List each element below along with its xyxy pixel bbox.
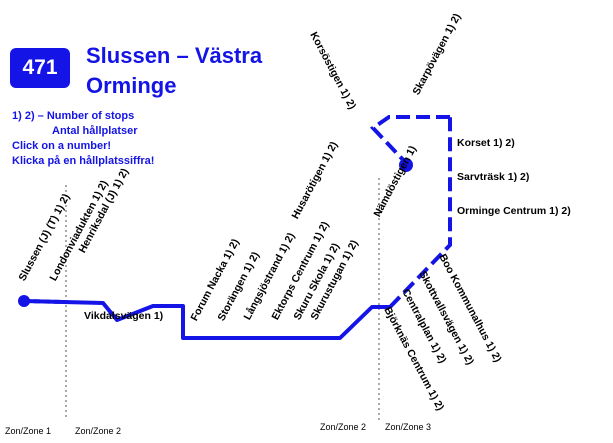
legend-line-2: Antal hållplatser bbox=[52, 125, 138, 137]
zone-label-2a: Zon/Zone 2 bbox=[75, 426, 122, 436]
zone-label-1: Zon/Zone 1 bbox=[5, 426, 52, 436]
route-line-loop-dashed bbox=[369, 115, 450, 165]
stop-korset[interactable]: Korset 1) 2) bbox=[457, 137, 515, 149]
terminal-vastra-orminge-dot bbox=[399, 158, 413, 172]
route-title-line1: Slussen – Västra bbox=[86, 43, 263, 68]
route-line-start-dashed bbox=[23, 299, 67, 304]
route-title: Slussen – Västra Orminge bbox=[86, 41, 262, 101]
zone-label-2b: Zon/Zone 2 bbox=[320, 422, 367, 432]
legend-line-4: Klicka på en hållplatssiffra! bbox=[12, 155, 155, 167]
terminal-slussen-dot bbox=[18, 295, 30, 307]
zone-label-3: Zon/Zone 3 bbox=[385, 422, 432, 432]
legend-info: 1) 2) – Number of stops Antal hållplatse… bbox=[12, 109, 154, 169]
route-line-east-dashed bbox=[388, 117, 452, 309]
stop-orminge-centrum[interactable]: Orminge Centrum 1) 2) bbox=[457, 205, 571, 217]
route-line-main bbox=[23, 299, 390, 340]
legend-line-1: 1) 2) – Number of stops bbox=[12, 110, 135, 122]
legend-line-3: Click on a number! bbox=[12, 140, 112, 152]
stop-sarvtrask[interactable]: Sarvträsk 1) 2) bbox=[457, 171, 530, 183]
stop-vikdalsvagen[interactable]: Vikdalsvägen 1) bbox=[84, 310, 164, 322]
route-title-line2: Orminge bbox=[86, 73, 177, 98]
route-number-badge: 471 bbox=[10, 48, 70, 88]
